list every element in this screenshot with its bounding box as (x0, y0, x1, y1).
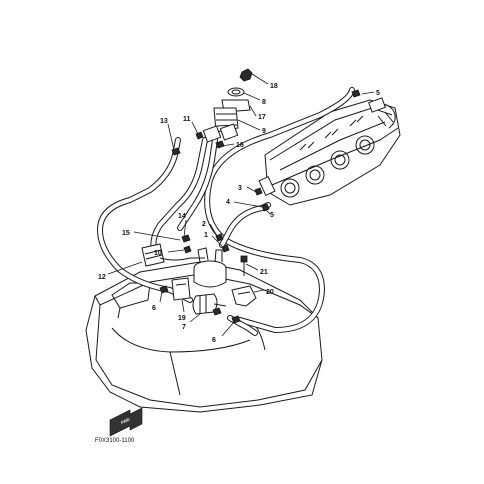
callout-1: 1 (204, 232, 208, 239)
drawing-code: F0X3100-1100 (95, 438, 135, 444)
callout-10: 10 (154, 250, 162, 257)
callout-labels: 18 8 17 9 16 11 13 5 3 4 5 2 1 14 15 10 … (98, 83, 380, 344)
callout-21: 21 (260, 269, 268, 276)
callout-11: 11 (183, 116, 191, 123)
callout-6-lower: 6 (212, 337, 216, 344)
callout-9: 9 (262, 128, 266, 135)
callout-5-lower: 5 (270, 212, 274, 219)
callout-2: 2 (202, 221, 206, 228)
callout-15: 15 (122, 230, 130, 237)
pressure-regulator (202, 68, 253, 143)
callout-19: 19 (178, 315, 186, 322)
callout-3: 3 (238, 185, 242, 192)
callout-4: 4 (226, 199, 230, 206)
fuel-tank (85, 261, 323, 413)
callout-16: 16 (236, 142, 244, 149)
forward-arrow-icon: FWD (109, 407, 143, 437)
leader-lines (107, 73, 375, 337)
throttle-body-assembly (258, 97, 401, 206)
callout-5-top: 5 (376, 90, 380, 97)
callout-17: 17 (258, 114, 266, 121)
small-parts (141, 89, 361, 324)
callout-7: 7 (182, 324, 186, 331)
callout-18: 18 (270, 83, 278, 90)
callout-12: 12 (98, 274, 106, 281)
callout-14: 14 (178, 213, 186, 220)
callout-20: 20 (266, 289, 274, 296)
callout-6-upper: 6 (152, 305, 156, 312)
fwd-label: FWD (120, 417, 130, 426)
callout-13: 13 (160, 118, 168, 125)
callout-8: 8 (262, 99, 266, 106)
